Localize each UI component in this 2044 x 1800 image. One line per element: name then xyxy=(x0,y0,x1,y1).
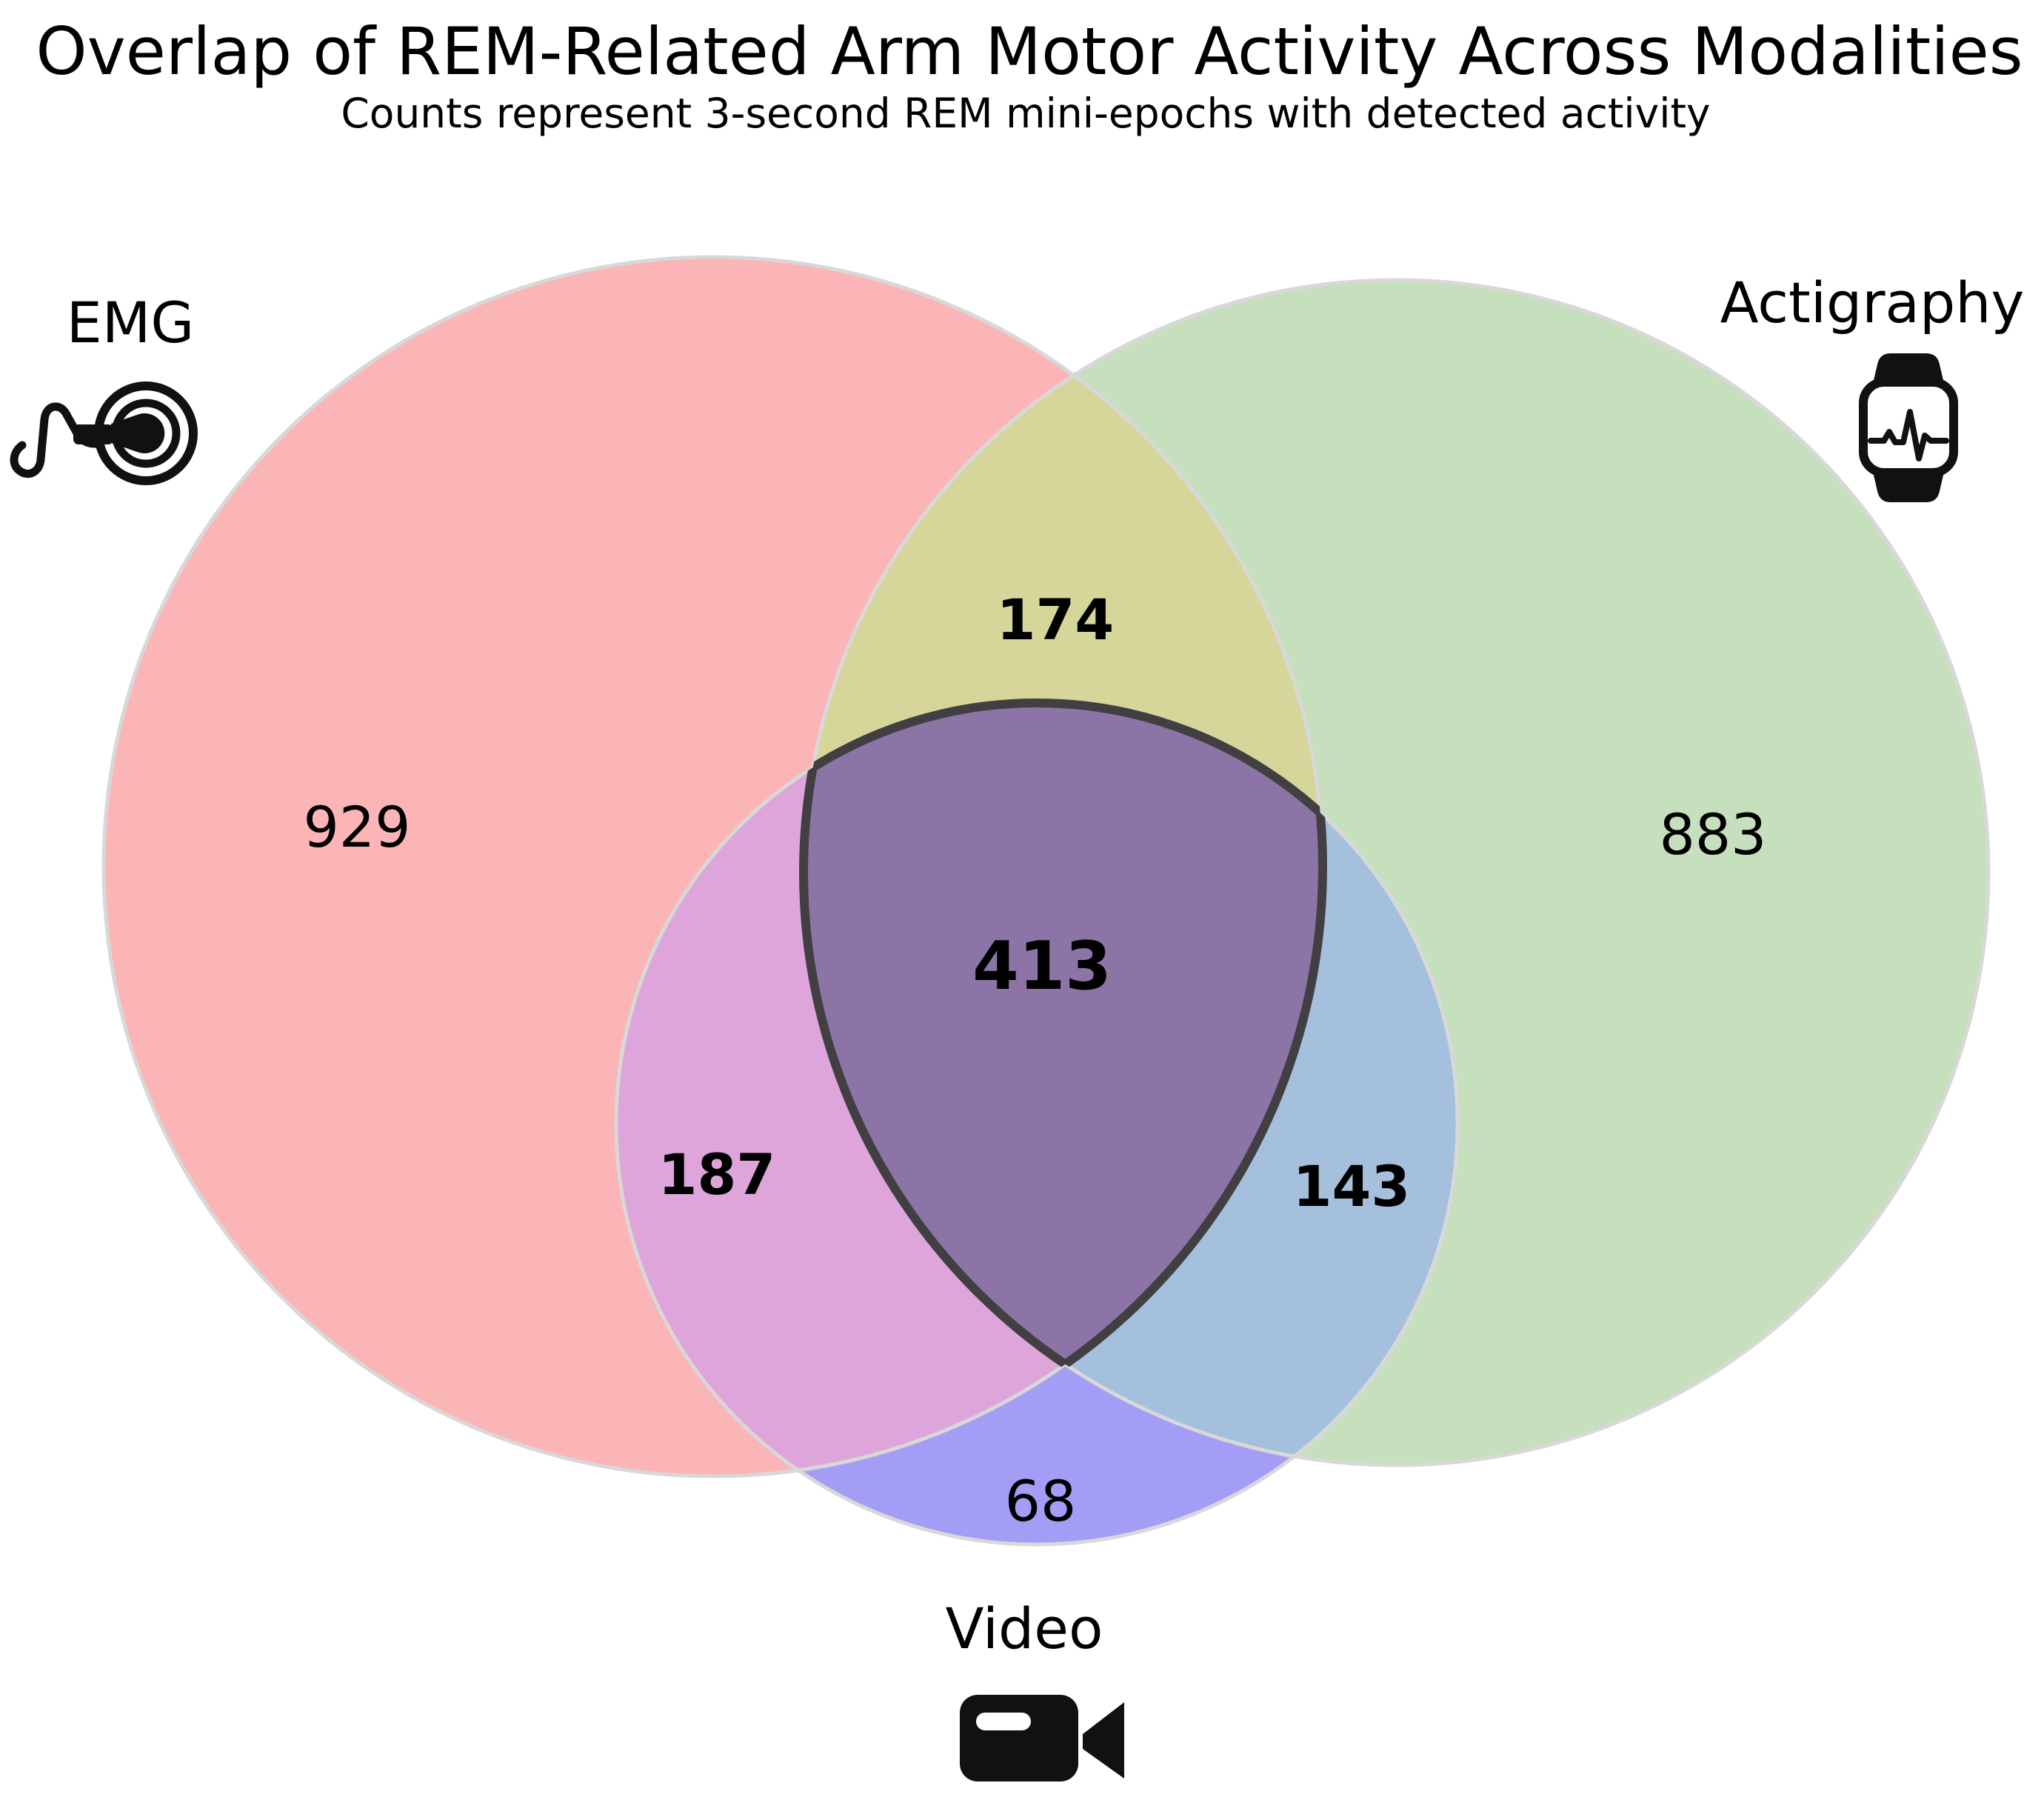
emg-electrode-icon xyxy=(10,381,198,485)
electrode-wire xyxy=(10,402,105,479)
center-region-outline-arc xyxy=(799,703,1323,1470)
chart-title: Overlap of REM-Related Arm Motor Activit… xyxy=(36,13,2023,90)
count-emg-video: 187 xyxy=(658,1141,776,1207)
count-video-only: 68 xyxy=(1005,1468,1077,1534)
count-actigraphy-video: 143 xyxy=(1293,1153,1411,1219)
set-label-video: Video xyxy=(946,1596,1103,1661)
count-emg-only: 929 xyxy=(303,794,410,860)
venn-region-emg-actigraphy-video xyxy=(804,703,1323,1465)
count-emg-actigraphy: 174 xyxy=(997,587,1115,653)
set-label-actigraphy: Actigraphy xyxy=(1720,270,2025,336)
watch-waveform xyxy=(1868,409,1949,461)
smartwatch-icon xyxy=(1859,353,1958,502)
count-actigraphy-only: 883 xyxy=(1659,801,1766,867)
center-region-outline-arc xyxy=(804,703,1327,1465)
video-camera-icon xyxy=(960,1695,1124,1781)
camera-lens-wedge xyxy=(1083,1702,1124,1779)
camera-slot xyxy=(976,1713,1031,1730)
chart-subtitle: Counts represent 3-second REM mini-epoch… xyxy=(341,90,1710,137)
set-label-emg: EMG xyxy=(67,290,194,356)
watch-band-bottom xyxy=(1872,469,1945,502)
electrode-tip xyxy=(111,413,165,453)
center-region-outline-arc xyxy=(804,699,1323,1465)
count-emg-actigraphy-video: 413 xyxy=(972,927,1112,1005)
camera-body xyxy=(960,1695,1078,1781)
